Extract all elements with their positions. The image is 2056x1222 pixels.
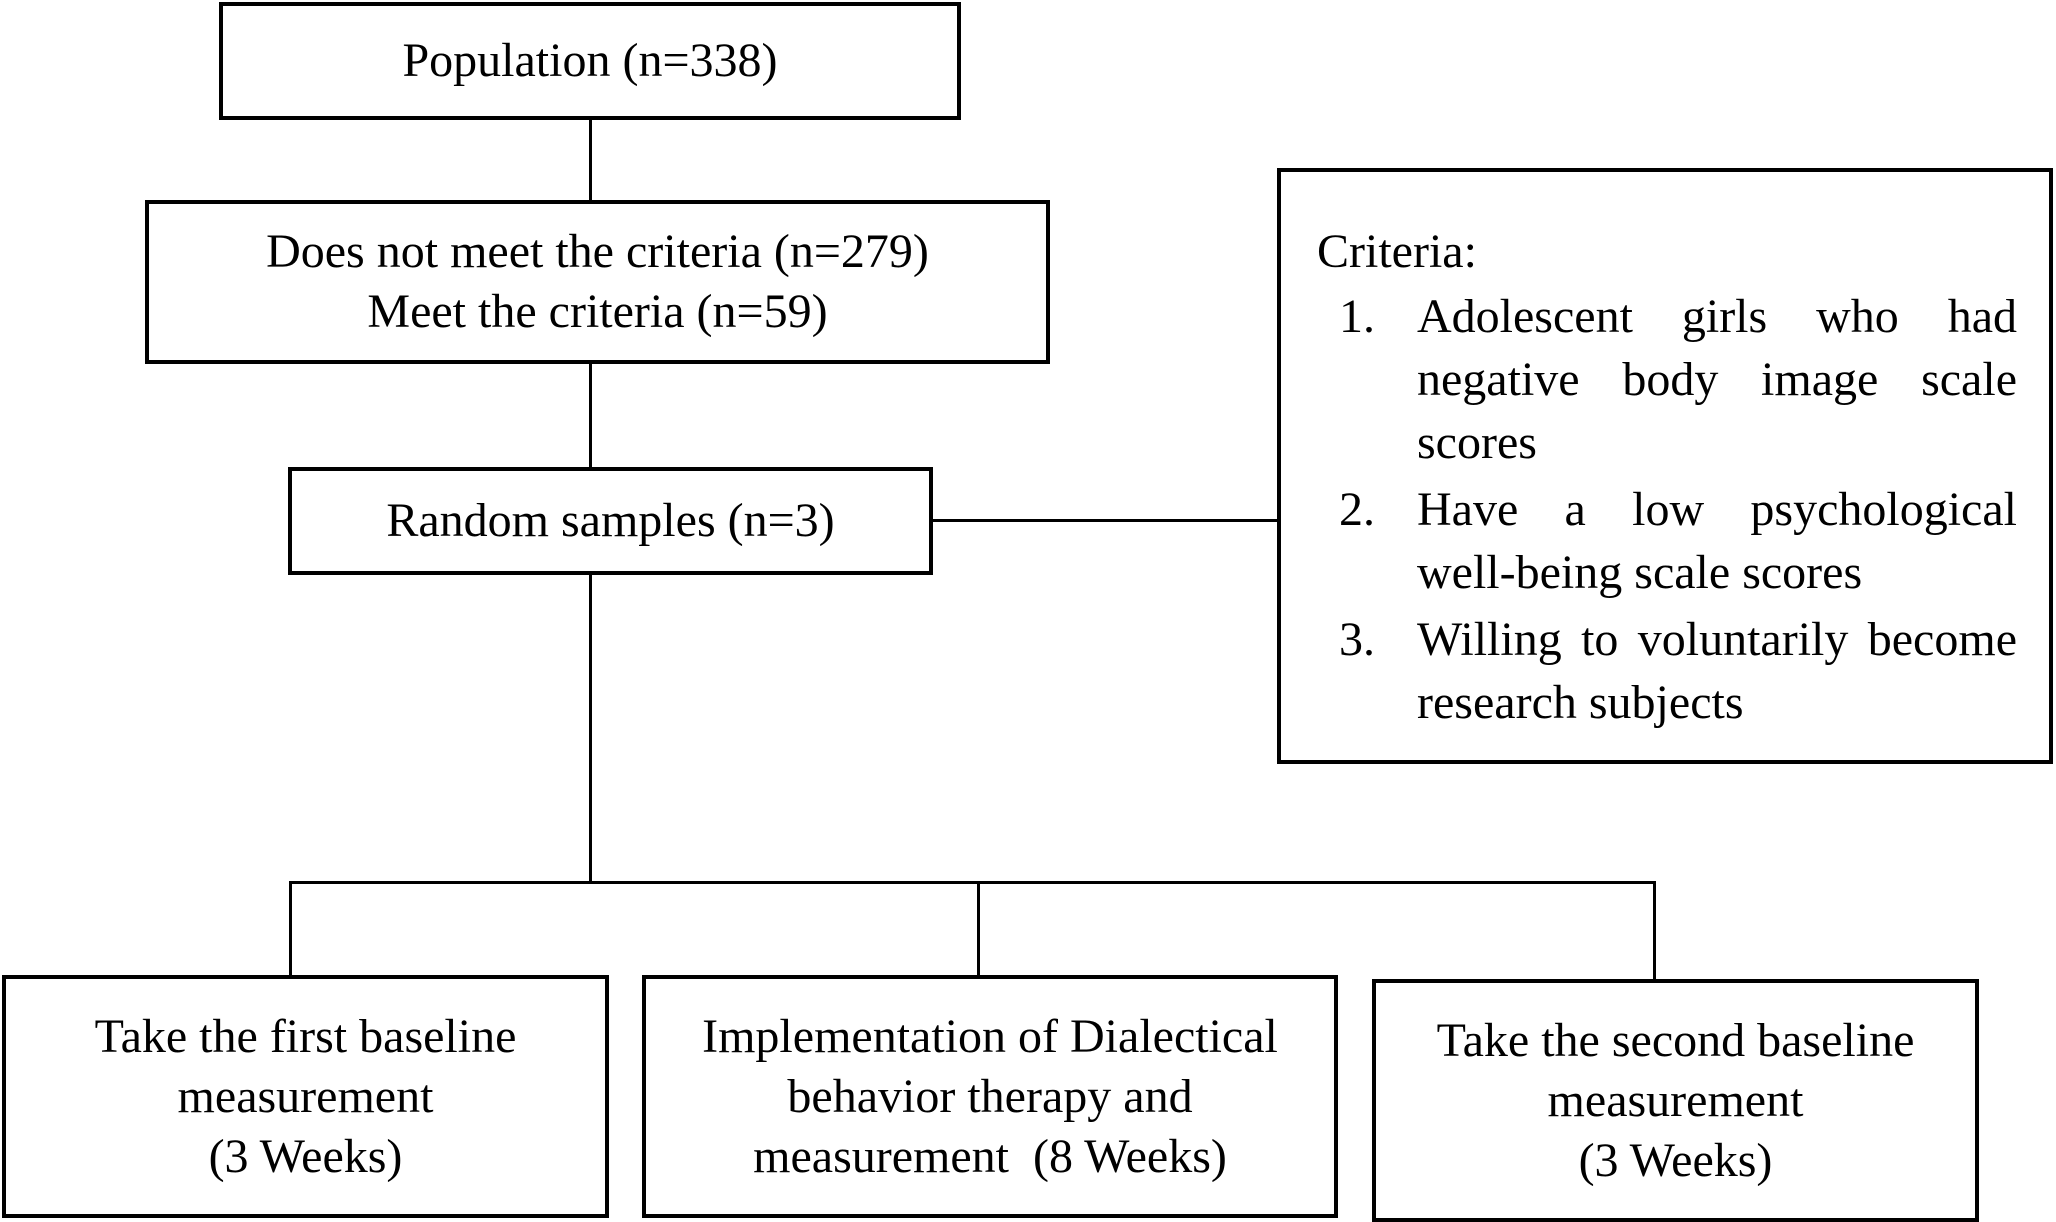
criteria-item: 2. Have a low psychological well-being s… [1317,478,2017,604]
criteria-item-text: Willing to voluntarily become research s… [1417,613,2017,729]
dbt-implementation-line: Implementation of Dialectical [702,1009,1278,1063]
second-baseline-duration: (3 Weeks) [1578,1133,1773,1187]
connector-branch-to-baseline2 [1653,881,1656,979]
connector-screening-to-random [589,364,592,467]
first-baseline-line: measurement [177,1069,434,1123]
first-baseline-line: Take the first baseline [94,1009,517,1063]
random-samples-box: Random samples (n=3) [288,467,933,575]
criteria-item-number: 1. [1339,290,1375,343]
criteria-title: Criteria: [1317,225,1477,278]
random-samples-text: Random samples (n=3) [386,494,835,547]
criteria-item-text: Adolescent girls who had negative body i… [1417,290,2017,469]
connector-branch-horizontal [289,881,1656,884]
population-text: Population (n=338) [402,34,778,87]
criteria-box: Criteria: 1. Adolescent girls who had ne… [1277,168,2053,764]
connector-branch-to-dbt [977,881,980,975]
criteria-item: 3. Willing to voluntarily become researc… [1317,608,2017,734]
connector-random-to-criteria [933,519,1277,522]
criteria-list: 1. Adolescent girls who had negative bod… [1317,285,2017,734]
criteria-item-number: 3. [1339,613,1375,666]
screening-box: Does not meet the criteria (n=279) Meet … [145,200,1050,364]
screening-not-meet-text: Does not meet the criteria (n=279) [266,225,929,278]
first-baseline-duration: (3 Weeks) [208,1129,403,1183]
second-baseline-line: measurement [1547,1073,1804,1127]
population-box: Population (n=338) [219,2,961,120]
screening-meet-text: Meet the criteria (n=59) [367,285,828,338]
dbt-implementation-box: Implementation of Dialectical behavior t… [642,975,1338,1218]
connector-branch-to-baseline1 [289,881,292,975]
second-baseline-box: Take the second baseline measurement (3 … [1372,979,1979,1222]
dbt-implementation-duration: measurement (8 Weeks) [753,1129,1227,1183]
second-baseline-line: Take the second baseline [1436,1013,1915,1067]
first-baseline-box: Take the first baseline measurement (3 W… [2,975,609,1218]
dbt-implementation-line: behavior therapy and [787,1069,1193,1123]
criteria-item-text: Have a low psychological well-being scal… [1417,483,2017,599]
criteria-item: 1. Adolescent girls who had negative bod… [1317,285,2017,474]
connector-population-to-screening [589,120,592,200]
criteria-item-number: 2. [1339,483,1375,536]
connector-random-to-branch [589,575,592,883]
